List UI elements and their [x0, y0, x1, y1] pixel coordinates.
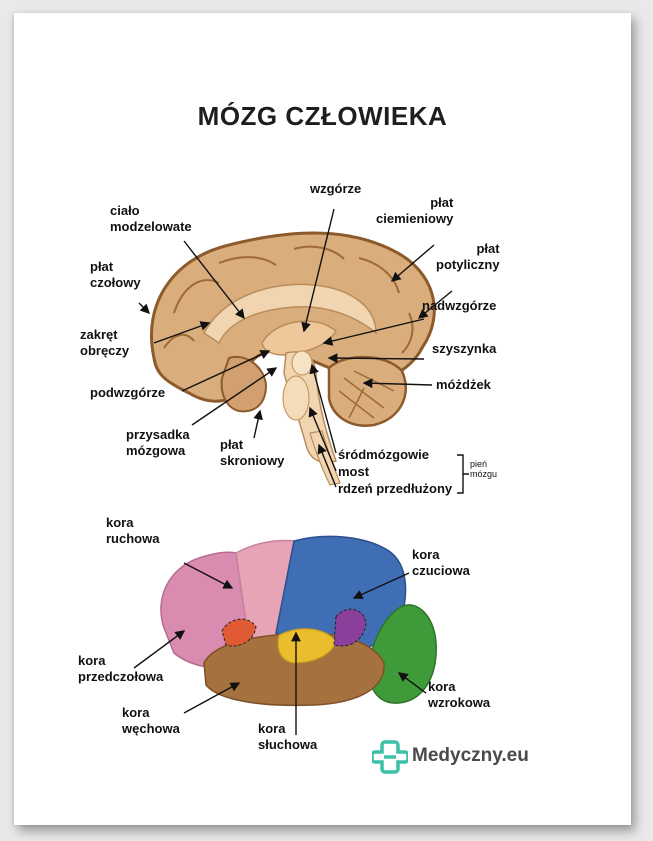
label-zakret-obreczy: zakręt obręczy — [80, 327, 130, 358]
temporal-cortex — [203, 632, 385, 707]
cortex-folds — [163, 245, 414, 354]
label-srodmozgowie: śródmózgowie — [338, 447, 430, 462]
label-kora-ruchowa: kora ruchowa — [106, 515, 160, 546]
label-plat-czolowy: płat czołowy — [90, 259, 141, 290]
temporal-lobe — [220, 355, 268, 413]
label-kora-czuciowa: kora czuciowa — [412, 547, 470, 578]
label-kora-wzrokowa: kora wzrokowa — [428, 679, 491, 710]
label-przysadka: przysadka mózgowa — [126, 427, 190, 458]
brain-diagram — [133, 208, 469, 735]
poster-sheet: MÓZG CZŁOWIEKA — [14, 13, 631, 825]
label-rdzen: rdzeń przedłużony — [338, 481, 453, 496]
cerebellum-folds — [338, 370, 395, 419]
label-mozdzek: móżdżek — [436, 377, 491, 392]
pointer-lines-top — [138, 208, 469, 494]
logo-text: Medyczny.eu — [412, 745, 529, 766]
midbrain — [291, 350, 313, 376]
page-title: MÓZG CZŁOWIEKA — [197, 101, 448, 131]
brand-logo: Medyczny.eu — [372, 737, 552, 777]
pointer-lines-bottom — [133, 562, 427, 735]
label-kora-przedczolowa: kora przedczołowa — [78, 653, 164, 684]
corpus-callosum — [203, 283, 377, 345]
label-plat-potyliczny: płat potyliczny — [436, 241, 500, 272]
label-wzgorze: wzgórze — [310, 181, 362, 196]
label-most: most — [338, 464, 370, 479]
label-pien-mozgu: pień mózgu — [470, 459, 498, 479]
label-plat-ciemieniowy: płat ciemieniowy — [376, 195, 454, 226]
label-cialo-modzelowate: ciało modzelowate — [110, 203, 192, 234]
visual-cortex — [367, 604, 437, 704]
label-szyszynka: szyszynka — [432, 341, 497, 356]
label-kora-wechowa: kora węchowa — [122, 705, 180, 736]
sagittal-brain — [150, 231, 436, 486]
label-plat-skroniowy: płat skroniowy — [220, 437, 285, 468]
cerebellum — [327, 355, 407, 427]
label-kora-sluchowa: kora słuchowa — [258, 721, 318, 752]
label-nadwzgorze: nadwzgórze — [422, 298, 497, 313]
olfactory-spot — [221, 618, 257, 647]
pons — [282, 375, 310, 421]
label-podwzgorze: podwzgórze — [90, 385, 166, 400]
medical-cross-icon — [372, 740, 408, 774]
lateral-brain — [160, 535, 437, 707]
purple-region — [333, 608, 367, 647]
